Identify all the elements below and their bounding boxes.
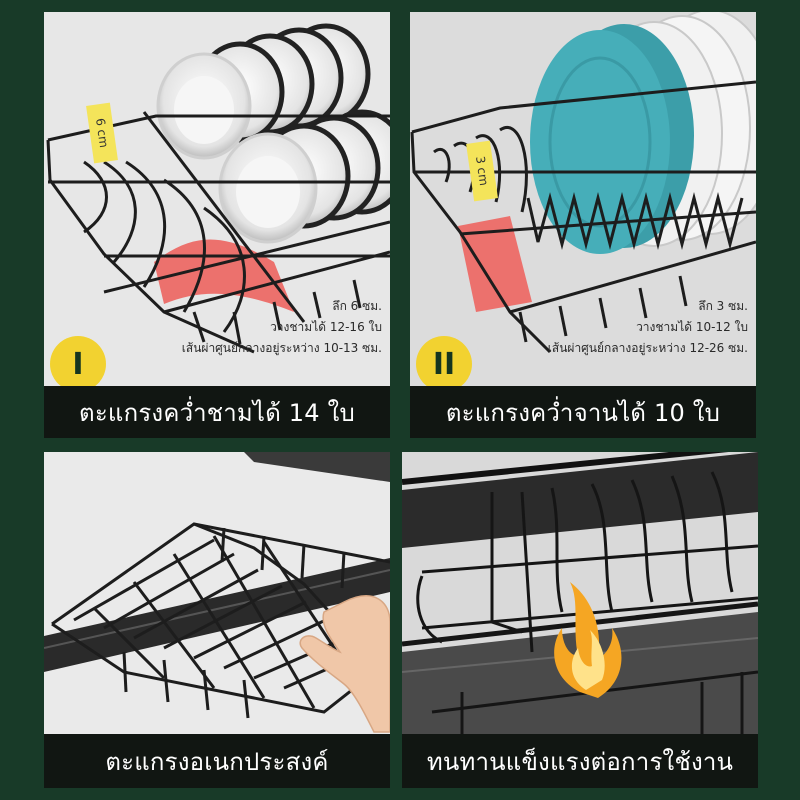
panel-multi-basket: ตะแกรงอเนกประสงค์: [44, 452, 390, 788]
spec-list: ลึก 3 ซม. วางชามได้ 10-12 ใบ เส้นผ่าศูนย…: [548, 296, 748, 359]
wire-frame: [46, 111, 390, 354]
badge-number: I: [50, 336, 106, 392]
spec-diameter: เส้นผ่าศูนย์กลางอยู่ระหว่าง 10-13 ซม.: [181, 341, 382, 355]
plate-stack: [530, 12, 756, 254]
panel-durability: ทนทานแข็งแรงต่อการใช้งาน: [402, 452, 758, 788]
spec-capacity: วางชามได้ 12-16 ใบ: [270, 320, 382, 334]
badge-number: II: [416, 336, 472, 392]
flame-icon: [554, 582, 622, 698]
panel-plate-rack: 3 cm ลึก 3 ซม. วางชามได้ 10-12 ใบ เส้นผ่…: [410, 12, 756, 438]
bowl-stack-back: [156, 23, 371, 160]
rack-wires: [416, 471, 758, 742]
bowl-rack-illustration: [46, 23, 390, 354]
panel-caption: ตะแกรงคว่ำชามได้ 14 ใบ: [44, 386, 390, 438]
plate-rack-illustration: [410, 12, 756, 354]
spec-depth: ลึก 6 ซม.: [332, 299, 382, 313]
hand-icon: [299, 595, 390, 733]
spec-capacity: วางชามได้ 10-12 ใบ: [636, 320, 748, 334]
bowl-stack-front: [218, 109, 390, 244]
durability-illustration: [402, 452, 758, 742]
basket-illustration: [44, 452, 390, 733]
spec-list: ลึก 6 ซม. วางชามได้ 12-16 ใบ เส้นผ่าศูนย…: [182, 296, 382, 359]
panel-caption: ทนทานแข็งแรงต่อการใช้งาน: [402, 734, 758, 788]
spec-diameter: เส้นผ่าศูนย์กลางอยู่ระหว่าง 12-26 ซม.: [547, 341, 748, 355]
panel-bowl-rack: 6 cm ลึก 6 ซม. วางชามได้ 12-16 ใบ เส้นผ่…: [44, 12, 390, 438]
panel-caption: ตะแกรงอเนกประสงค์: [44, 734, 390, 788]
spec-depth: ลึก 3 ซม.: [698, 299, 748, 313]
panel-caption: ตะแกรงคว่ำจานได้ 10 ใบ: [410, 386, 756, 438]
